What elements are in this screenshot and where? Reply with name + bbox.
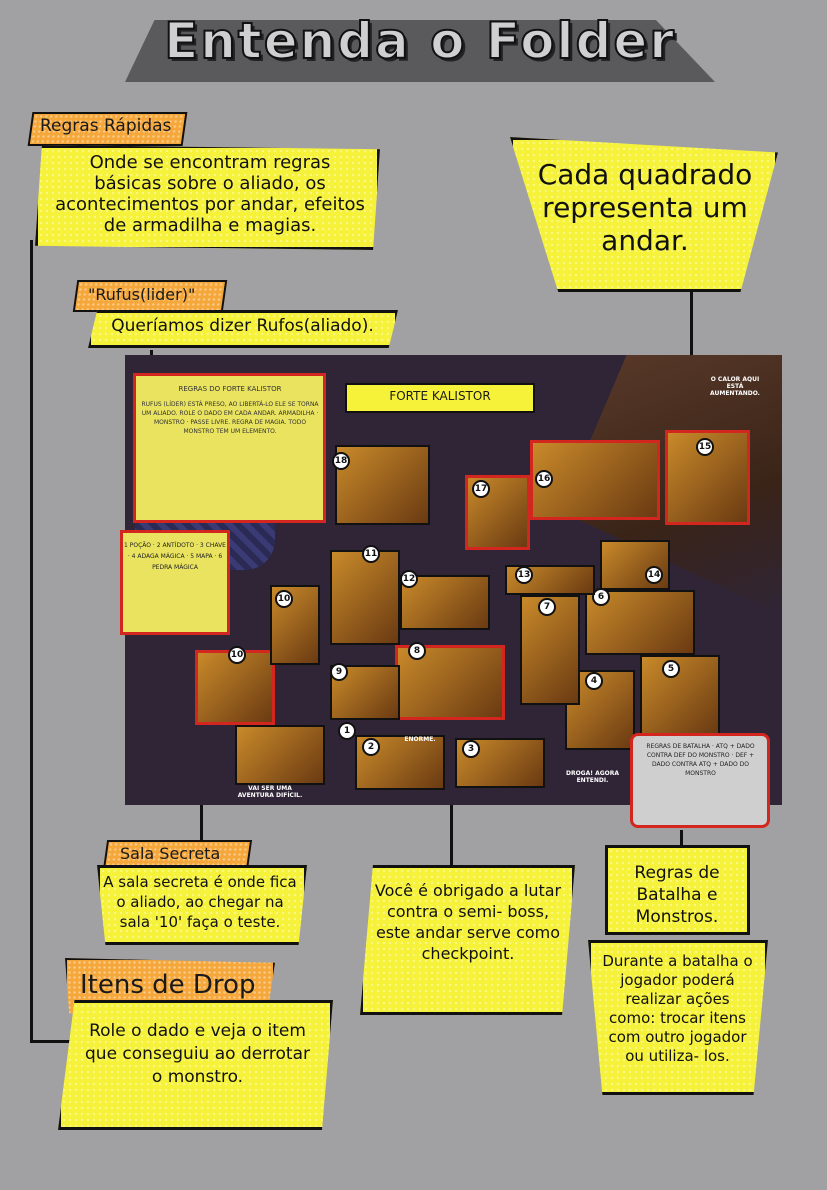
room-3 [455,738,545,788]
rufus-box [88,310,398,348]
cada-quadrado-box [510,137,778,292]
semi-boss-text: Você é obrigado a lutar contra o semi- b… [374,881,562,963]
room-11 [330,550,400,645]
map-rules-body: RUFUS (LÍDER) ESTÁ PRESO, AO LIBERTÁ-LO … [141,401,319,435]
map-battle-panel [630,733,770,828]
map-note-enorme: ENORME. [404,736,436,743]
batalha-title-box [605,845,750,935]
room-18 [335,445,430,525]
room-number: 13 [515,566,533,584]
map-rules-panel [133,373,326,523]
room-number: 8 [408,642,426,660]
room-number: 5 [662,660,680,678]
map-items-panel [120,530,230,635]
batalha-title: Regras de Batalha e Monstros. [634,863,720,927]
connector-line [680,830,683,850]
batalha-box [588,940,768,1095]
itens-drop-text: Role o dado e veja o item que conseguiu … [85,1021,310,1087]
room-number: 3 [462,740,480,758]
room-5 [640,655,720,735]
connector-line [30,1040,70,1043]
room-number: 1 [338,722,356,740]
room-14 [600,540,670,590]
connector-line [30,240,33,1040]
room-number: 15 [696,438,714,456]
room-number: 14 [645,566,663,584]
map-rules-title: REGRAS DO FORTE KALISTOR [178,385,282,393]
page-title: Entenda o Folder [163,11,676,71]
map-note-droga: DROGA! AGORA ENTENDI. [565,770,620,784]
room-number: 9 [330,663,348,681]
room-number: 17 [472,480,490,498]
room-number: 4 [585,672,603,690]
cada-quadrado-text: Cada quadrado representa um andar. [537,158,753,257]
room-number: 11 [362,545,380,563]
batalha-text: Durante a batalha o jogador poderá reali… [602,952,753,1065]
forte-label: FORTE KALISTOR [389,389,491,403]
rufus-text: Queríamos dizer Rufos(aliado). [111,316,374,336]
room-number: 10 [275,590,293,608]
room-number: 7 [538,598,556,616]
room-number: 18 [332,452,350,470]
map-items-body: 1 POÇÃO · 2 ANTÍDOTO · 3 CHAVE · 4 ADAGA… [124,542,226,571]
itens-drop-tag-label: Itens de Drop [80,970,256,1000]
forte-label-box [345,383,535,413]
itens-drop-box [58,1000,333,1130]
room-number: 2 [362,738,380,756]
room-number: 12 [400,570,418,588]
rufus-tag-label: "Rufus(lider)" [88,285,196,304]
room-number: 10 [228,646,246,664]
map-note-calor: O CALOR AQUI ESTÁ AUMENTANDO. [710,376,760,397]
sala-secreta-text: A sala secreta é onde fica o aliado, ao … [103,873,297,931]
map-note-dificil: VAI SER UMA AVENTURA DIFÍCIL. [237,785,303,799]
regras-rapidas-tag-label: Regras Rápidas [40,116,172,136]
map-battle-body: REGRAS DE BATALHA · ATQ + DADO CONTRA DE… [646,743,755,777]
regras-rapidas-text: Onde se encontram regras básicas sobre o… [55,152,365,236]
title-band [125,20,715,82]
room-1 [235,725,325,785]
sala-secreta-tag-label: Sala Secreta [120,844,221,863]
room-number: 16 [535,470,553,488]
